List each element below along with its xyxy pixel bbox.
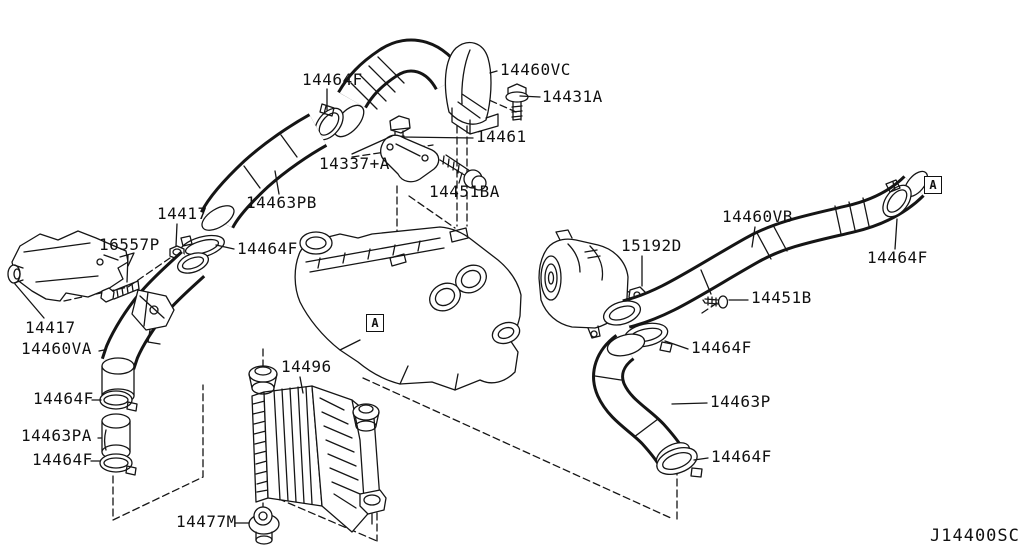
part-label-14460vb: 14460VB bbox=[722, 207, 793, 226]
upper-mount-left bbox=[248, 365, 278, 395]
part-label-14417-upper: 14417 bbox=[157, 204, 208, 223]
part-label-14477m: 14477M bbox=[176, 512, 237, 531]
section-marker-a-hose-end: A bbox=[924, 176, 942, 194]
leader-lines bbox=[14, 70, 898, 524]
part-label-14464f-col-top: 14464F bbox=[33, 389, 94, 408]
hose-14463pb bbox=[200, 113, 328, 231]
part-label-14463p: 14463P bbox=[710, 392, 771, 411]
part-label-16557p: 16557P bbox=[99, 235, 160, 254]
part-label-14463pb: 14463PB bbox=[246, 193, 317, 212]
part-label-14460vc: 14460VC bbox=[500, 60, 571, 79]
sensor-bracket bbox=[131, 289, 175, 345]
section-marker-a-engine: A bbox=[366, 314, 384, 332]
part-label-14460va: 14460VA bbox=[21, 339, 92, 358]
part-label-14337-a: 14337+A bbox=[319, 154, 390, 173]
hose-14460va bbox=[100, 250, 209, 404]
engine-cover bbox=[7, 230, 135, 302]
bolt-14431a bbox=[505, 83, 529, 121]
upper-mount-right bbox=[352, 403, 380, 432]
mount-14477m bbox=[248, 506, 280, 545]
bracket-14461 bbox=[380, 134, 440, 183]
lower-foot-bracket bbox=[359, 489, 387, 525]
hose-clamp-right-bottom bbox=[656, 446, 703, 478]
part-label-14461: 14461 bbox=[476, 127, 527, 146]
tube-14463pa bbox=[101, 413, 131, 460]
screw-14451b bbox=[702, 295, 729, 309]
grommet-14417 bbox=[7, 264, 24, 284]
part-label-14463pa: 14463PA bbox=[21, 426, 92, 445]
bolt-14451ba bbox=[439, 154, 487, 191]
part-label-14496: 14496 bbox=[281, 357, 332, 376]
alternator bbox=[538, 229, 629, 339]
bolt-16557p bbox=[100, 280, 140, 303]
intercooler-14496 bbox=[248, 365, 387, 533]
part-label-14451b: 14451B bbox=[751, 288, 812, 307]
part-label-14464f-right-bottom: 14464F bbox=[711, 447, 772, 466]
drawing-code: J14400SC bbox=[930, 526, 1020, 546]
part-label-14417-lower: 14417 bbox=[25, 318, 76, 337]
part-label-14464f-mid-left: 14464F bbox=[237, 239, 298, 258]
air-duct-14460vc bbox=[333, 38, 499, 138]
hose-clamp-column-bottom bbox=[99, 453, 137, 476]
intake-ports bbox=[429, 264, 521, 345]
part-label-14464f-top: 14464F bbox=[302, 70, 363, 89]
hose-14460vb bbox=[602, 170, 929, 329]
part-label-15192d: 15192D bbox=[621, 236, 682, 255]
engine-block bbox=[294, 226, 522, 391]
oil-filler-neck bbox=[299, 231, 333, 255]
part-label-14464f-col-bottom: 14464F bbox=[32, 450, 93, 469]
part-label-14431a: 14431A bbox=[542, 87, 603, 106]
part-label-14464f-top-right: 14464F bbox=[867, 248, 928, 267]
part-label-14451ba: 14451BA bbox=[429, 182, 500, 201]
part-label-14464f-right-mid: 14464F bbox=[691, 338, 752, 357]
hose-clamp-top-right bbox=[882, 179, 912, 218]
